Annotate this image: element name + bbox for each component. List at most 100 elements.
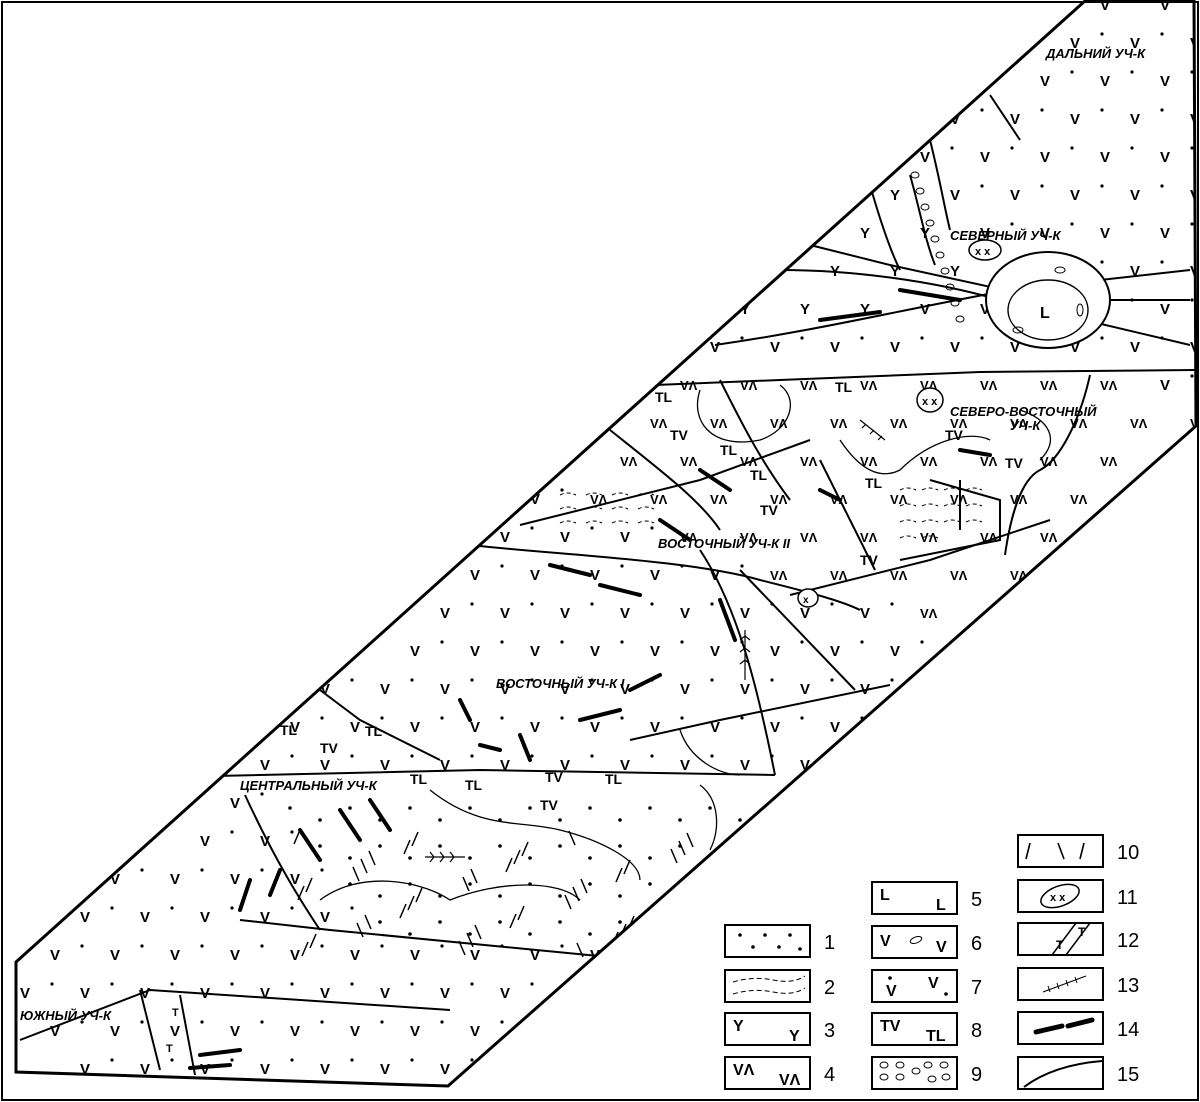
area-label-yuzhny: ЮЖНЫЙ УЧ-К [20,1007,112,1023]
pattern-ellipse [920,203,930,211]
pattern-dot [740,564,744,568]
pattern-curve [899,535,917,539]
map-symbol: V [410,1023,420,1040]
map-symbol: V [1160,149,1170,166]
pattern-dash [615,867,623,883]
pattern-dot [1070,222,1074,226]
map-symbol: V [1160,225,1170,242]
map-symbol: VΛ [950,416,968,431]
pattern-dash [415,887,423,903]
map-symbol: L [1040,305,1050,322]
pattern-dot [530,602,534,606]
map-symbol: V [230,1023,240,1040]
svg-text:T: T [1078,925,1086,939]
map-symbol: V [530,643,540,660]
pattern-dot [620,564,624,568]
ore-lens [368,798,392,832]
contact-line [679,729,741,776]
map-symbol: TV [320,740,339,756]
map-symbol: V [140,909,150,926]
fault-line [1004,374,1091,556]
map-symbol: V [980,149,990,166]
pattern-dot [1100,108,1104,112]
map-symbol: V [830,719,840,736]
legend-number: 13 [1117,975,1139,997]
pattern-dot [230,1058,234,1062]
map-symbol: VΛ [920,606,938,621]
map-symbol: V [170,1023,180,1040]
map-symbol: V [1160,0,1170,14]
pattern-dot [590,602,594,606]
map-symbol: VΛ [980,378,998,393]
pattern-dot [710,754,714,758]
map-symbol: V [1100,149,1110,166]
pattern-dot [500,716,504,720]
pattern-dot [590,678,594,682]
fault-line [714,269,1191,346]
pattern-dot [170,982,174,986]
area-labels: ДАЛЬНИЙ УЧ-К СЕВЕРНЫЙ УЧ-К СЕВЕРО-ВОСТОЧ… [20,45,1146,1023]
pattern-ellipse [910,171,920,179]
pattern-dash [462,876,470,892]
map-symbol: V [20,985,30,1002]
pattern-dot [318,844,322,848]
pattern-dot [320,944,324,948]
legend-number: 12 [1117,930,1139,952]
pattern-dot [1070,70,1074,74]
pattern-dot [590,526,594,530]
map-symbol: V [380,985,390,1002]
map-symbol: VΛ [650,416,668,431]
pattern-dot [860,640,864,644]
fault-line [899,479,1001,561]
map-symbol: V [290,871,300,888]
pattern-dot [588,932,592,936]
pattern-dash [564,894,572,910]
map-symbol: V [1040,149,1050,166]
pattern-dot [320,716,324,720]
legend-item-15: 15 [1017,1056,1139,1090]
map-symbol: V [500,985,510,1002]
area-label-vostochny-1: ВОСТОЧНЫЙ УЧ-К I [496,675,625,691]
pattern-dot [620,716,624,720]
fault-line [239,919,641,961]
pattern-dot [558,818,562,822]
legend-number: 9 [971,1064,982,1086]
intrusion-body: L [985,251,1111,349]
pattern-dot [710,602,714,606]
map-symbol: Y [860,301,870,318]
pattern-curve [611,520,629,524]
pattern-curve [559,492,577,496]
pattern-dot [558,920,562,924]
map-symbol: VΛ [860,378,878,393]
pattern-dot [1130,222,1134,226]
pattern-dot [438,844,442,848]
pattern-dash [513,849,521,865]
pattern-dot [140,1020,144,1024]
pattern-ellipse [935,251,945,259]
pattern-curve [899,503,917,507]
pattern-dot [200,944,204,948]
pattern-dot [1160,108,1164,112]
pattern-ellipse [940,267,950,275]
map-symbol: V [680,681,690,698]
pattern-curve [943,487,961,491]
legend-item-10: 10 [1017,834,1139,868]
map-symbol: V [110,871,120,888]
map-symbol: V [1070,111,1080,128]
map-symbol: TL [720,442,738,458]
map-symbol: V [260,909,270,926]
pattern-dot [50,982,54,986]
map-symbol: TV [268,690,287,706]
map-symbol: TV [760,502,779,518]
pattern-dot [560,944,564,948]
map-symbol: VΛ [1010,416,1028,431]
pattern-dot [468,856,472,860]
pattern-dash [368,850,376,866]
map-symbol: VΛ [1040,530,1058,545]
legend-number: 3 [824,1020,835,1042]
pattern-dot [80,1020,84,1024]
map-symbol: V [1070,35,1080,52]
map-symbol: V [860,605,870,622]
